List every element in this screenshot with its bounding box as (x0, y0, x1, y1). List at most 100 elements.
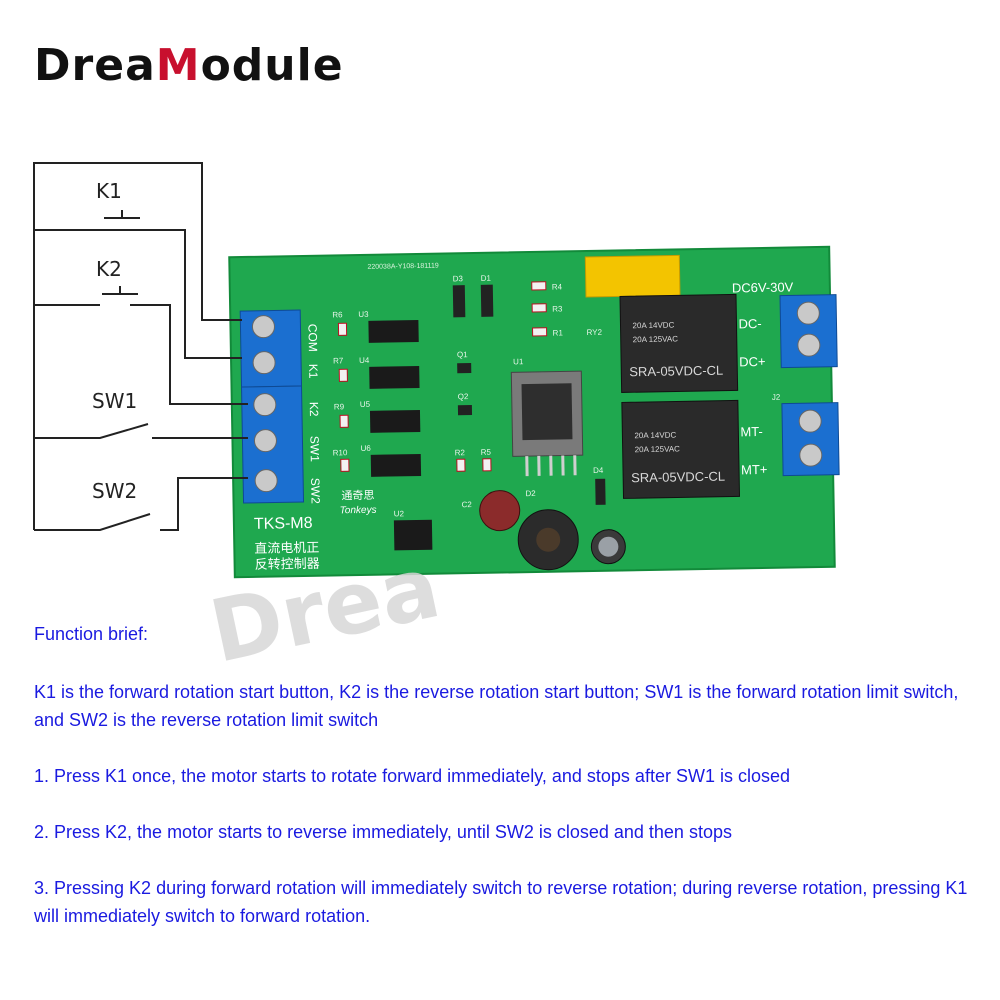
diode-d1 (480, 284, 494, 317)
silk-u1: U1 (513, 357, 524, 366)
resistor-r3 (531, 303, 547, 313)
brand-logo: DreaModule (34, 40, 344, 91)
optocoupler-u5 (369, 409, 421, 433)
optocoupler-u6 (370, 453, 422, 477)
silk-r2: R2 (455, 448, 466, 457)
external-wiring (33, 162, 248, 531)
resistor-r9 (339, 414, 349, 428)
function-paragraph-intro: K1 is the forward rotation start button,… (34, 682, 959, 730)
regulator-pins (525, 455, 577, 477)
resistor-r4 (531, 281, 547, 291)
relay-1-model: SRA-05VDC-CL (629, 363, 723, 380)
silk-r1: R1 (553, 328, 564, 337)
resistor-r10 (340, 458, 350, 472)
silk-r6: R6 (332, 310, 343, 319)
power-terminal-block (779, 294, 838, 369)
silk-r10: R10 (333, 448, 348, 457)
resistor-r1 (532, 327, 548, 337)
terminal-label-sw1: SW1 (307, 436, 321, 463)
mt-plus-label: MT+ (741, 462, 768, 477)
wire-sw2 (34, 477, 248, 531)
switch-symbols (82, 210, 185, 531)
relay-2-rating2: 20A 125VAC (635, 444, 681, 454)
function-paragraph-2: 2. Press K2, the motor starts to reverse… (34, 822, 732, 842)
button-k2-symbol (82, 286, 160, 306)
silk-u5: U5 (360, 400, 371, 409)
brand-suffix: odule (200, 40, 344, 91)
wire-com (33, 162, 242, 530)
relay-1-rating2: 20A 125VAC (633, 334, 679, 344)
screw-com[interactable] (251, 315, 275, 339)
label-k2: K2 (96, 257, 122, 281)
optocouplers (368, 319, 422, 477)
ic-u2 (393, 519, 433, 551)
silk-d3: D3 (453, 274, 464, 283)
silk-u3: U3 (358, 310, 369, 319)
diode-d3 (452, 285, 466, 318)
wire-k1 (82, 229, 242, 359)
silk-d4: D4 (593, 466, 604, 475)
optocoupler-u3 (368, 319, 419, 343)
terminal-label-com: COM (305, 324, 319, 352)
silk-c2: C2 (462, 500, 473, 509)
resistor-r6 (337, 322, 348, 336)
board-maker-cn: 通奇思 (341, 489, 374, 503)
capacitor-output-top (598, 536, 619, 557)
screw-mt-plus[interactable] (799, 443, 823, 467)
board-desc-line1: 直流电机正 (254, 540, 319, 556)
terminal-label-sw2: SW2 (308, 478, 322, 505)
screw-mt-minus[interactable] (798, 409, 822, 433)
board-desc-line2: 反转控制器 (254, 556, 319, 572)
terminal-label-k1: K1 (306, 364, 320, 379)
relay-2 (621, 399, 741, 499)
label-sw1: SW1 (92, 389, 137, 413)
pcb-content: 220038A-Y108-181119 COM K1 K2 SW1 SW2 (239, 254, 840, 572)
wire-k2 (34, 304, 248, 405)
left-terminal-screws (251, 315, 278, 493)
silk-r9: R9 (334, 402, 345, 411)
diode-d4 (595, 478, 606, 505)
resistor-r2 (456, 458, 466, 472)
brand-m: M (155, 40, 201, 91)
silk-ry2: RY2 (587, 328, 603, 337)
regulator-u1-tab (521, 383, 573, 441)
button-k1-symbol (82, 210, 185, 231)
silk-r7: R7 (333, 356, 344, 365)
brand-prefix: Drea (34, 40, 156, 91)
label-sw2: SW2 (92, 479, 137, 503)
screw-k1[interactable] (252, 351, 276, 375)
inductor-core (536, 527, 561, 552)
function-paragraph-3: 3. Pressing K2 during forward rotation w… (34, 878, 968, 926)
wiring-diagram: 220038A-Y108-181119 COM K1 K2 SW1 SW2 (33, 162, 840, 579)
silk-d1: D1 (481, 274, 492, 283)
silk-d2: D2 (525, 489, 536, 498)
relay-1 (619, 293, 739, 393)
screw-dc-plus[interactable] (797, 333, 821, 357)
screw-sw2[interactable] (254, 469, 278, 493)
silk-u2: U2 (394, 509, 405, 518)
dc-minus-label: DC- (738, 316, 761, 331)
board-serial: 220038A-Y108-181119 (367, 263, 439, 271)
relay-2-rating1: 20A 14VDC (634, 430, 676, 440)
transistor-q1 (457, 363, 472, 374)
screw-sw1[interactable] (253, 429, 277, 453)
capacitor-c2 (479, 490, 521, 532)
label-k1: K1 (96, 179, 122, 203)
dc-plus-label: DC+ (739, 354, 766, 369)
function-title: Function brief: (34, 624, 149, 644)
silk-j2: J2 (772, 393, 781, 402)
board-model: TKS-M8 (254, 515, 313, 533)
optocoupler-u4 (369, 365, 420, 389)
power-label: DC6V-30V (732, 279, 794, 295)
switch-sw2-symbol (82, 513, 151, 531)
silk-u4: U4 (359, 356, 370, 365)
function-body: K1 is the forward rotation start button,… (34, 678, 974, 958)
function-paragraph-1: 1. Press K1 once, the motor starts to ro… (34, 766, 790, 786)
mt-minus-label: MT- (740, 424, 763, 439)
silk-r4: R4 (552, 282, 563, 291)
screw-dc-minus[interactable] (796, 301, 820, 325)
silk-r5: R5 (481, 448, 492, 457)
silk-q2: Q2 (458, 392, 469, 401)
screw-k2[interactable] (253, 393, 277, 417)
board-maker: Tonkeys (340, 505, 377, 517)
